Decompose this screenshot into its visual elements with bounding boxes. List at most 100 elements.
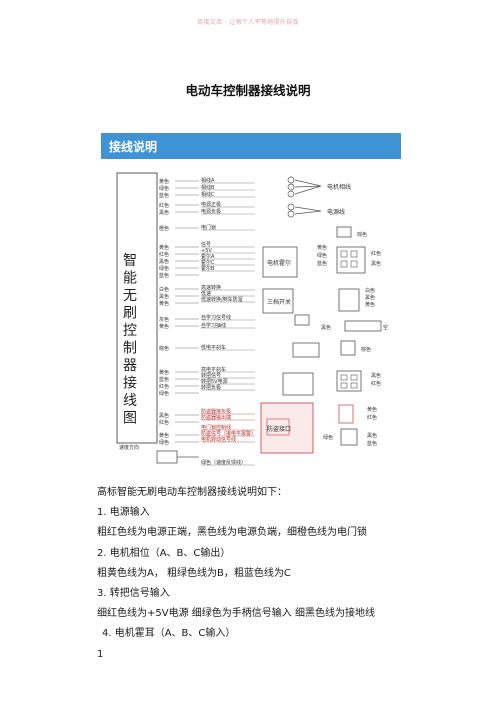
right-color-label: 绿色 <box>323 434 333 441</box>
right-color-label: 黑色 <box>321 324 331 331</box>
controller-char: 接 <box>123 375 137 392</box>
wire-label: 自学习信号线 <box>201 314 231 321</box>
wire-label: 霍尔B <box>201 265 215 272</box>
right-color-label: 绿色 <box>317 252 327 259</box>
wire-label: 转把5V电源 <box>201 378 228 385</box>
right-color-label: 红色 <box>371 380 381 387</box>
left-color-labels: 黄色绿色蓝色红色黑色橙色黄色红色黑色绿色蓝色白色黑色黄色灰色黄色棕色黄色蓝色红色… <box>159 178 169 446</box>
right-color-label: 蓝色 <box>317 260 327 267</box>
right-color-label: 黄色 <box>365 301 375 308</box>
left-color-label: 绿色 <box>159 185 169 192</box>
controller-char: 能 <box>123 271 137 287</box>
wire-label: 霍尔A <box>201 253 215 260</box>
left-color-label: 灰色 <box>159 316 169 323</box>
controller-char: 线 <box>123 393 137 409</box>
left-color-label: 黄色 <box>159 300 169 307</box>
wire-label: 电门锁控制线 <box>201 424 231 431</box>
right-color-label: 黄色 <box>367 406 377 413</box>
left-color-label: 绿色 <box>159 439 169 446</box>
wire-label: 低速转换/倒车防溜 <box>201 296 243 303</box>
left-color-label: 橙色 <box>159 225 169 232</box>
left-color-label: 黄色 <box>159 323 169 330</box>
left-color-label: 黄色 <box>159 369 169 376</box>
right-color-label: 红色 <box>371 250 381 257</box>
anti-theft-connector: 防盗接口 <box>260 402 358 454</box>
left-color-label: 黄色 <box>159 244 169 251</box>
left-color-label: 蓝色 <box>159 192 169 199</box>
watermark: 百度文库 - 让每个人平等地提升自我 <box>197 19 299 26</box>
wire-label: 防盗器输出端 <box>201 414 231 421</box>
left-color-label: 红色 <box>159 383 169 390</box>
diagram-header-band <box>101 133 401 159</box>
left-color-label: 红色 <box>159 202 169 209</box>
power-label: 电源线 <box>327 208 345 216</box>
wire-label: 电源正极 <box>201 201 221 208</box>
motor-phase-label: 电机相线 <box>327 183 351 191</box>
left-color-label: 黑色 <box>159 412 169 419</box>
controller-char: 控 <box>123 323 137 339</box>
document-title: 电动车控制器接线说明 <box>185 83 311 98</box>
section-2-heading: 2. 电机相位（A、B、C输出） <box>97 547 231 559</box>
wire-label: 信号 <box>201 241 211 248</box>
left-color-label: 绿色 <box>159 265 169 272</box>
wire-label: 高电平刹车 <box>201 366 226 373</box>
controller-char: 无 <box>123 288 137 304</box>
left-color-label: 黄色 <box>159 178 169 185</box>
left-color-label: 黑色 <box>159 258 169 265</box>
wire-label: 电源负极 <box>201 208 221 215</box>
left-color-label: 蓝色 <box>159 272 169 279</box>
left-color-label: 黄色 <box>159 432 169 439</box>
throttle-connector <box>282 370 362 396</box>
right-color-label: 红色 <box>367 414 377 421</box>
wheel-label: 速度方向 <box>119 444 139 451</box>
hall-label: 电机霍尔 <box>267 259 291 267</box>
section-2-text: 粗黄色线为A， 粗绿色线为B，粗蓝色线为C <box>97 567 291 579</box>
wire-label: 低电平刹车 <box>201 344 226 351</box>
controller-char: 图 <box>123 411 137 427</box>
section-3-heading: 3. 转把信号输入 <box>97 588 170 600</box>
right-color-label: 蓝色 <box>367 440 377 447</box>
section-1-heading: 1. 电源输入 <box>97 507 150 519</box>
wire-label: 绿色（速度反馈线） <box>201 459 246 466</box>
wire-label: 低速 <box>201 290 211 297</box>
right-color-label: 空 <box>383 324 388 331</box>
section-3-text: 细红色线为+5V电源 细绿色为手柄信号输入 细黑色线为接地线 <box>97 608 375 620</box>
self-learn-connector <box>292 314 382 358</box>
wire-function-labels: 相线A相线B相线C电源正极电源负极电门锁信号+5V霍尔A霍尔C霍尔B高速转换低速… <box>201 177 256 466</box>
power-group: 电源线 <box>287 203 345 218</box>
right-color-label: 黑色 <box>367 432 377 439</box>
wire-label: +5V <box>201 248 212 254</box>
right-color-label: 黑色 <box>371 260 381 267</box>
left-color-label: 白色 <box>159 286 169 293</box>
anti-theft-label: 防盗接口 <box>267 425 291 433</box>
left-color-label: 红色 <box>159 251 169 258</box>
wire-label: 转把信号 <box>201 372 221 379</box>
wire-label: 相线C <box>201 191 215 198</box>
intro-paragraph: 高标智能无刷电动车控制器接线说明如下： <box>97 487 287 498</box>
speed-wheel: 速度方向 <box>119 444 199 464</box>
section-4-heading: 4. 电机霍耳（A、B、C输入） <box>102 628 236 640</box>
wire-label: 相线B <box>201 184 215 191</box>
right-color-labels: 棕色黄色绿色蓝色红色黑色白色黑色黄色黑色空棕色黑色红色黄色红色绿色黑色蓝色 <box>317 231 388 447</box>
wire-label: 防盗器接负极 <box>201 408 231 415</box>
wire-label: 电机转动信号线 <box>201 436 236 443</box>
right-color-label: 黑色 <box>365 294 375 301</box>
wire-label: 高速转换 <box>201 284 221 291</box>
right-color-label: 棕色 <box>361 346 371 353</box>
wire-rails <box>175 180 199 443</box>
wire-label: 防盗信号（接电平报警） <box>201 430 256 437</box>
controller-char: 刷 <box>123 306 137 322</box>
three-speed-switch: 三档开关 <box>262 288 360 314</box>
left-color-label: 红色 <box>159 419 169 426</box>
body-text: 高标智能无刷电动车控制器接线说明如下： 1. 电源输入 粗红色线为电源正端，黑色… <box>97 483 457 665</box>
wire-label: 电门锁 <box>201 224 216 231</box>
right-color-label: 黑色 <box>371 372 381 379</box>
section-1-text: 粗红色线为电源正端，黑色线为电源负端，细橙色线为电门锁 <box>97 527 367 539</box>
right-color-label: 黄色 <box>317 244 327 251</box>
controller-char: 制 <box>123 341 137 357</box>
left-color-label: 棕色 <box>159 345 169 352</box>
page-number: 1 <box>97 648 104 660</box>
switch-label: 三档开关 <box>267 298 291 306</box>
controller-body <box>116 172 158 444</box>
